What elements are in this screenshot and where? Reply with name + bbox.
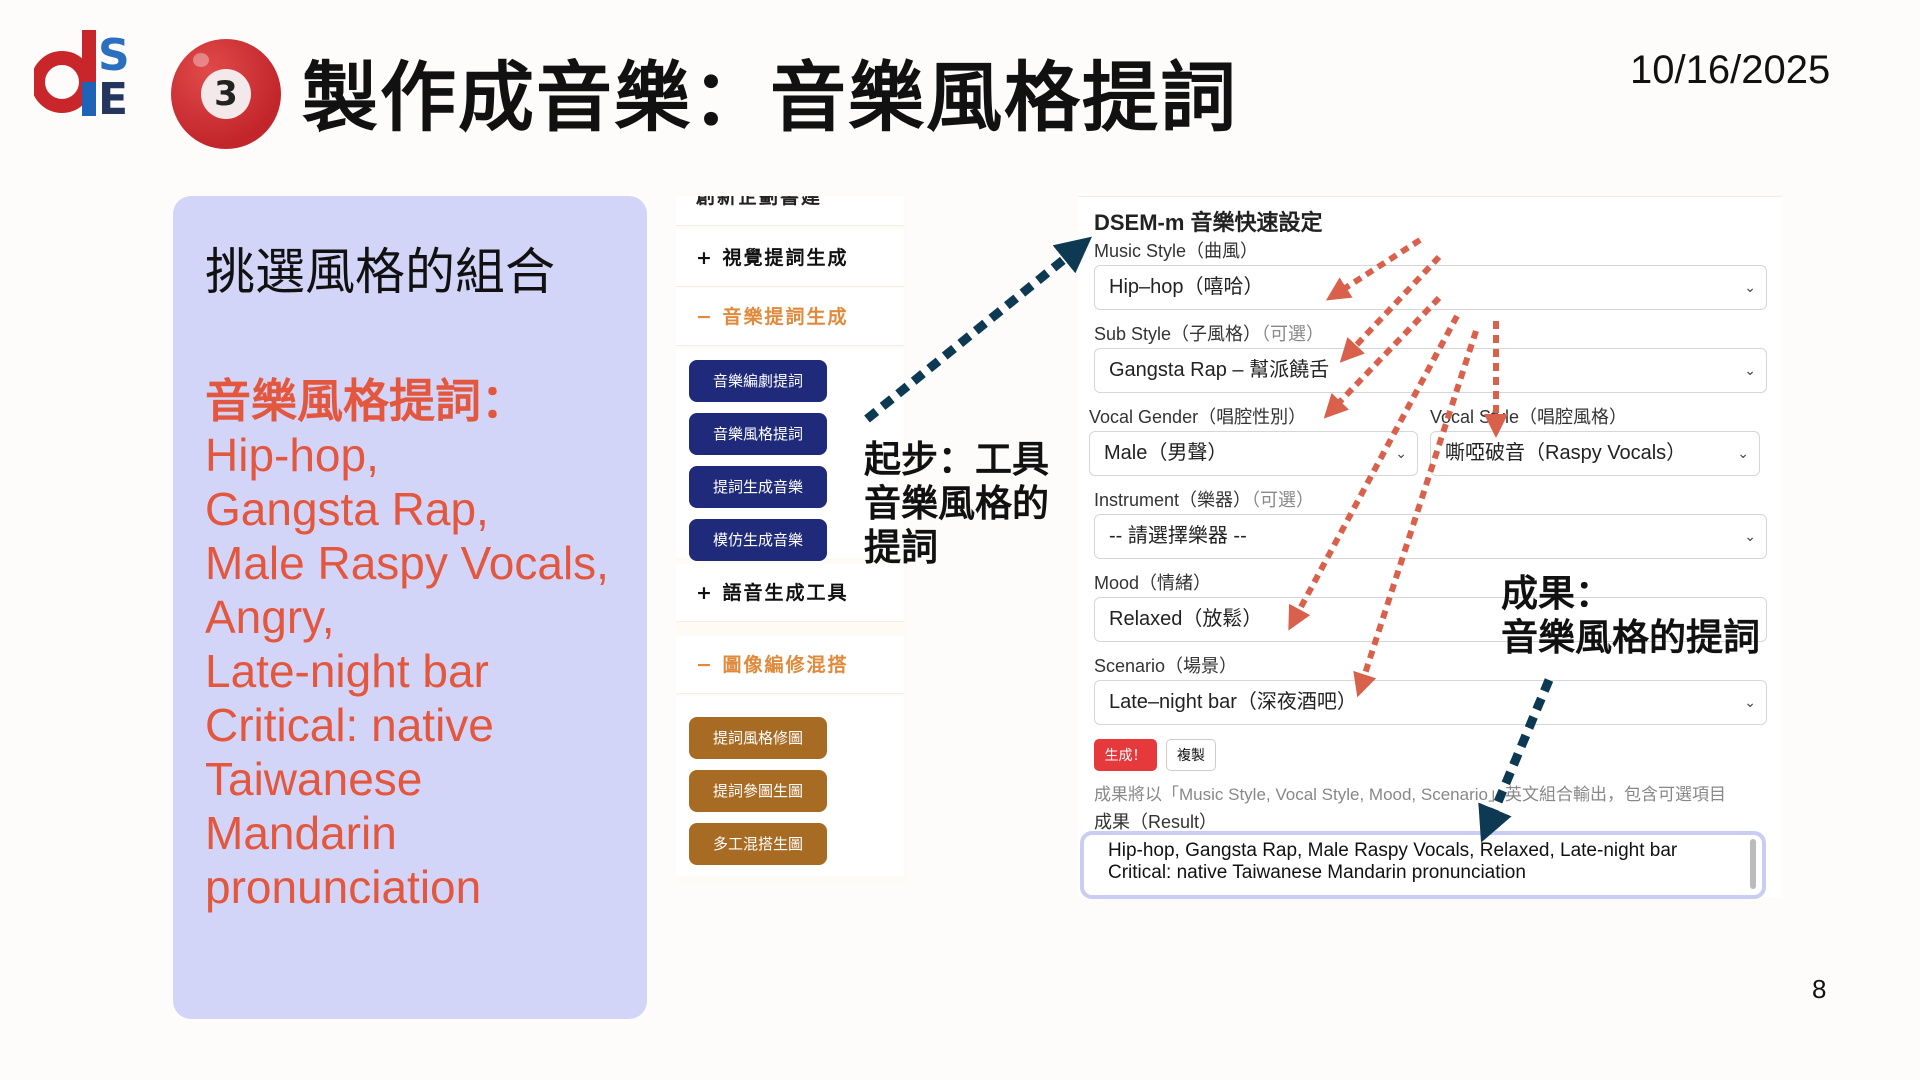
style-prompt-line: Critical: native bbox=[205, 699, 494, 751]
annotation-line: 音樂風格的提詞 bbox=[1501, 616, 1760, 659]
sidebar-section-visual-prompt[interactable]: + 視覺提詞生成 bbox=[676, 229, 904, 287]
mood-value: Relaxed（放鬆） bbox=[1109, 608, 1263, 630]
chevron-down-icon: ⌄ bbox=[1744, 279, 1756, 295]
style-prompt-list: 音樂風格提詞： Hip-hop, Gangsta Rap, Male Raspy… bbox=[205, 374, 609, 914]
vocal-style-label: Vocal Style（唱腔風格） bbox=[1430, 407, 1628, 427]
music-script-prompt-button[interactable]: 音樂編劇提詞 bbox=[689, 360, 827, 402]
style-prompt-heading: 音樂風格提詞： bbox=[205, 374, 527, 428]
form-title: DSEM-m 音樂快速設定 bbox=[1094, 210, 1323, 235]
start-annotation: 起步：工具 音樂風格的 提詞 bbox=[864, 438, 1049, 570]
scenario-value: Late–night bar（深夜酒吧） bbox=[1109, 691, 1357, 713]
annotation-line: 成果： bbox=[1501, 572, 1612, 615]
vocal-gender-value: Male（男聲） bbox=[1104, 442, 1228, 464]
copy-button[interactable]: 複製 bbox=[1166, 739, 1216, 771]
result-annotation: 成果： 音樂風格的提詞 bbox=[1501, 572, 1760, 660]
instrument-label-text: Instrument（樂器） bbox=[1094, 490, 1252, 510]
style-prompt-line: Gangsta Rap, bbox=[205, 483, 489, 535]
chevron-down-icon: ⌄ bbox=[1395, 445, 1407, 461]
chevron-down-icon: ⌄ bbox=[1737, 445, 1749, 461]
page-number: 8 bbox=[1812, 974, 1827, 1004]
chevron-down-icon: ⌄ bbox=[1744, 694, 1756, 710]
generate-button[interactable]: 生成！ bbox=[1094, 739, 1157, 771]
result-text: Hip-hop, Gangsta Rap, Male Raspy Vocals,… bbox=[1108, 840, 1678, 883]
chevron-down-icon: ⌄ bbox=[1744, 611, 1756, 627]
collapse-icon: − bbox=[696, 654, 714, 676]
sidebar-section-music-prompt[interactable]: − 音樂提詞生成 bbox=[676, 288, 904, 346]
instrument-select[interactable]: -- 請選擇樂器 -- ⌄ bbox=[1094, 514, 1767, 559]
scenario-select[interactable]: Late–night bar（深夜酒吧） ⌄ bbox=[1094, 680, 1767, 725]
sidebar-item-cut[interactable]: 創新企劃書建 bbox=[676, 196, 904, 226]
step-number: 3 bbox=[201, 69, 251, 119]
output-note: 成果將以「Music Style, Vocal Style, Mood, Sce… bbox=[1094, 785, 1726, 804]
vocal-style-select[interactable]: 嘶啞破音（Raspy Vocals） ⌄ bbox=[1430, 431, 1760, 476]
vocal-gender-select[interactable]: Male（男聲） ⌄ bbox=[1089, 431, 1418, 476]
style-prompt-line: Hip-hop, bbox=[205, 429, 379, 481]
page-title: 製作成音樂：音樂風格提詞 bbox=[302, 53, 1238, 142]
svg-text:S: S bbox=[98, 30, 130, 81]
prompt-style-edit-button[interactable]: 提詞風格修圖 bbox=[689, 717, 827, 759]
annotation-line: 起步：工具 bbox=[864, 438, 1049, 481]
summary-panel: 挑選風格的組合 音樂風格提詞： Hip-hop, Gangsta Rap, Ma… bbox=[173, 196, 647, 1019]
mood-label: Mood（情緒） bbox=[1094, 573, 1212, 593]
expand-icon: + bbox=[696, 247, 714, 269]
svg-text:E: E bbox=[98, 74, 128, 118]
style-prompt-line: Angry, bbox=[205, 591, 335, 643]
style-prompt-line: Taiwanese bbox=[205, 753, 423, 805]
dse-logo: S E bbox=[31, 26, 138, 125]
expand-icon: + bbox=[696, 582, 714, 604]
sub-style-label: Sub Style（子風格）（可選） bbox=[1094, 320, 1324, 346]
sidebar-section-label: 語音生成工具 bbox=[722, 582, 849, 604]
chevron-down-icon: ⌄ bbox=[1744, 362, 1756, 378]
result-textarea[interactable]: Hip-hop, Gangsta Rap, Male Raspy Vocals,… bbox=[1080, 831, 1766, 899]
scenario-label: Scenario（場景） bbox=[1094, 656, 1238, 676]
badge-shine bbox=[193, 53, 209, 67]
prompt-to-music-button[interactable]: 提詞生成音樂 bbox=[689, 466, 827, 508]
sidebar-section-voice-tools[interactable]: + 語音生成工具 bbox=[676, 564, 904, 622]
style-prompt-line: Late-night bar bbox=[205, 645, 489, 697]
style-prompt-line: pronunciation bbox=[205, 861, 482, 913]
optional-tag: （可選） bbox=[1251, 490, 1315, 510]
sub-style-select[interactable]: Gangsta Rap – 幫派饒舌 ⌄ bbox=[1094, 348, 1767, 393]
optional-tag: （可選） bbox=[1261, 324, 1325, 344]
music-style-label: Music Style（曲風） bbox=[1094, 241, 1259, 261]
chevron-down-icon: ⌄ bbox=[1744, 528, 1756, 544]
panel-heading: 挑選風格的組合 bbox=[205, 243, 555, 301]
music-style-select[interactable]: Hip–hop（嘻哈） ⌄ bbox=[1094, 265, 1767, 310]
result-label: 成果（Result） bbox=[1094, 812, 1218, 832]
sub-style-label-text: Sub Style（子風格） bbox=[1094, 324, 1262, 344]
instrument-value: -- 請選擇樂器 -- bbox=[1109, 525, 1247, 547]
sidebar-section-label: 音樂提詞生成 bbox=[722, 306, 849, 328]
sub-style-value: Gangsta Rap – 幫派饒舌 bbox=[1109, 359, 1330, 381]
prompt-ref-image-button[interactable]: 提詞參圖生圖 bbox=[689, 770, 827, 812]
sidebar-item-label: 創新企劃書建 bbox=[696, 196, 823, 208]
music-settings-form: DSEM-m 音樂快速設定 Music Style（曲風） Hip–hop（嘻哈… bbox=[1078, 196, 1782, 899]
imitate-music-button[interactable]: 模仿生成音樂 bbox=[689, 519, 827, 561]
sidebar-section-label: 圖像編修混搭 bbox=[722, 654, 849, 676]
annotation-line: 提詞 bbox=[864, 526, 938, 569]
style-prompt-line: Male Raspy Vocals, bbox=[205, 537, 609, 589]
music-style-value: Hip–hop（嘻哈） bbox=[1109, 276, 1264, 298]
style-prompt-line: Mandarin bbox=[205, 807, 397, 859]
scrollbar[interactable] bbox=[1750, 839, 1756, 889]
multi-mix-image-button[interactable]: 多工混搭生圖 bbox=[689, 823, 827, 865]
instrument-label: Instrument（樂器）（可選） bbox=[1094, 486, 1314, 512]
vocal-style-value: 嘶啞破音（Raspy Vocals） bbox=[1445, 442, 1687, 464]
sidebar-section-image-editing[interactable]: − 圖像編修混搭 bbox=[676, 636, 904, 694]
music-style-prompt-button[interactable]: 音樂風格提詞 bbox=[689, 413, 827, 455]
step-number-badge: 3 bbox=[171, 39, 281, 149]
vocal-gender-label: Vocal Gender（唱腔性別） bbox=[1089, 407, 1307, 427]
sidebar-section-label: 視覺提詞生成 bbox=[722, 247, 849, 269]
annotation-line: 音樂風格的 bbox=[864, 482, 1049, 525]
date: 10/16/2025 bbox=[1630, 48, 1831, 92]
collapse-icon: − bbox=[696, 306, 714, 328]
